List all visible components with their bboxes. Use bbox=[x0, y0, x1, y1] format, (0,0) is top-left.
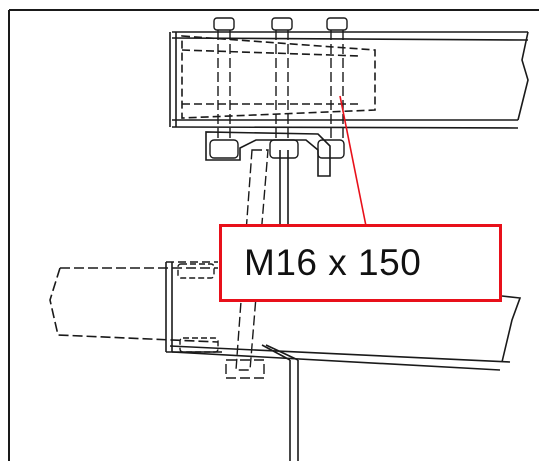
lower-bolt-group bbox=[177, 263, 219, 353]
bolt-spec-label: M16 x 150 bbox=[244, 242, 422, 283]
lower-beam bbox=[49, 261, 522, 371]
upper-bracket bbox=[205, 131, 331, 177]
upper-beam bbox=[169, 31, 529, 129]
drawing-frame bbox=[8, 9, 539, 461]
vertical-post bbox=[261, 150, 299, 461]
bolt-callout-box: M16 x 150 bbox=[219, 224, 502, 302]
callout-leader-line bbox=[339, 95, 367, 227]
